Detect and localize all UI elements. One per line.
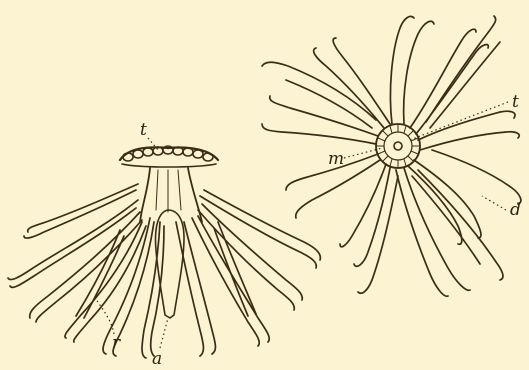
stalk [140, 168, 202, 222]
label-r: r [112, 333, 121, 353]
label-m: m [328, 149, 344, 169]
top-view-specimen: m t d [262, 16, 521, 296]
label-t-top: t [512, 92, 519, 112]
oral-disc-rim [120, 146, 218, 167]
side-view-specimen: t r a [8, 120, 320, 369]
label-d: d [510, 200, 521, 220]
central-disc [376, 124, 420, 168]
label-a: a [152, 349, 162, 369]
hanging-tentacles [8, 184, 320, 358]
radiating-arms [262, 16, 521, 296]
label-t-side: t [140, 120, 147, 140]
top-view-labels: m t d [328, 92, 521, 220]
